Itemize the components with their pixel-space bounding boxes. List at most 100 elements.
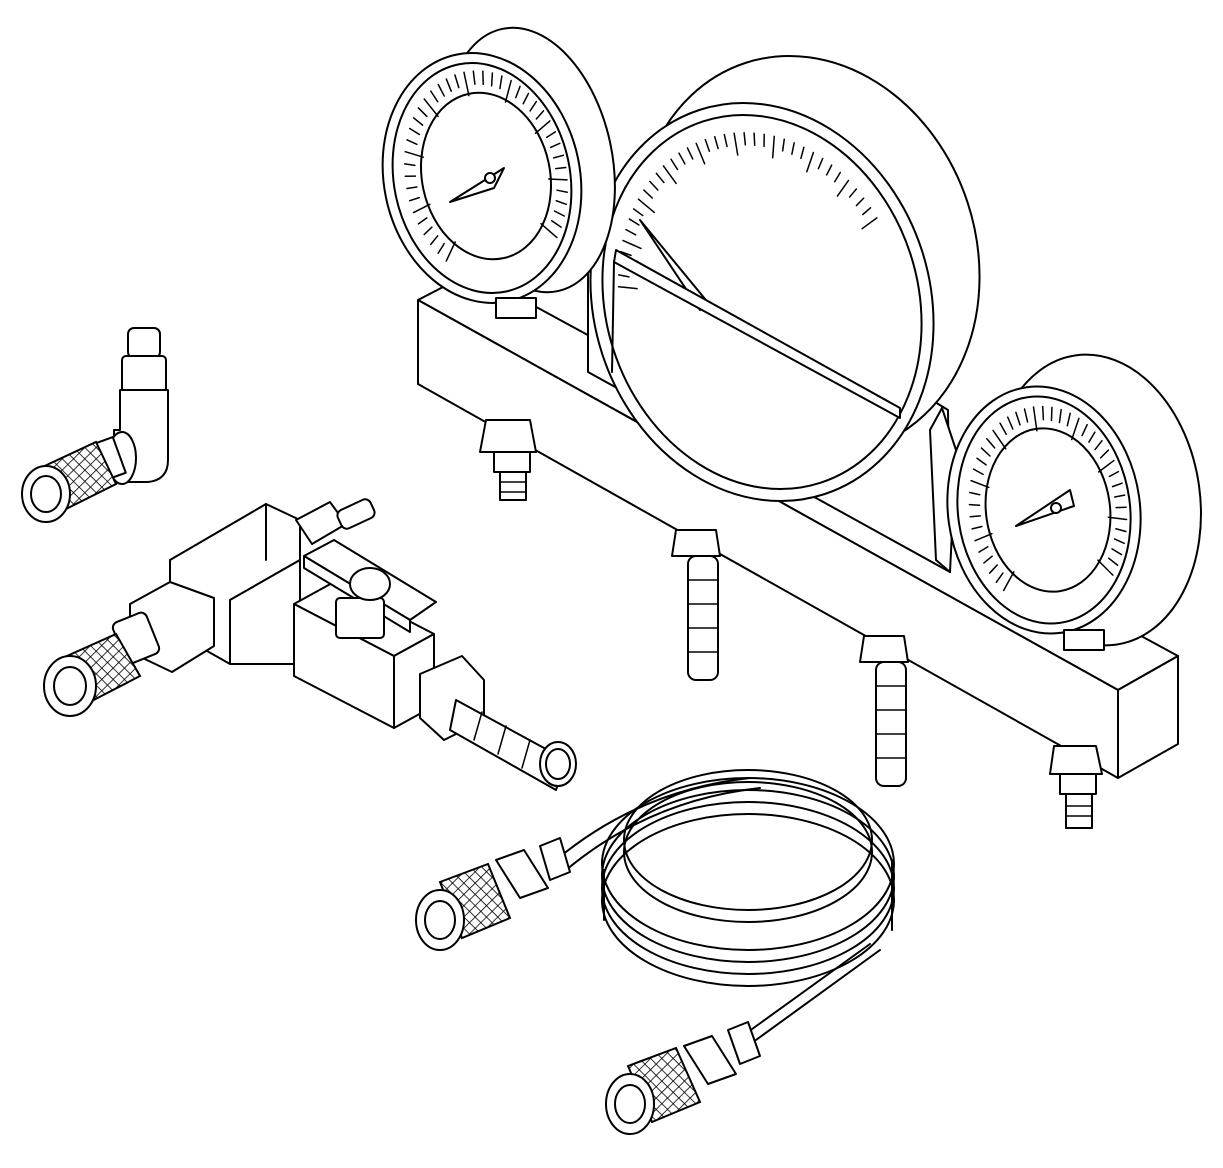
dial-tick [723, 133, 728, 148]
dial-tick [534, 120, 551, 135]
dial-tick [986, 437, 996, 449]
dial-tick [695, 142, 706, 165]
dial-tick [1115, 527, 1127, 533]
dial-tick [686, 147, 694, 160]
dial-tick [417, 217, 428, 225]
dial-tick [472, 70, 476, 85]
hose-coupler-lower [605, 1021, 761, 1135]
tee-quick-coupler [43, 632, 142, 717]
dial-tick [412, 117, 424, 126]
dial-tick [743, 132, 747, 146]
dial-tick [620, 251, 632, 257]
dial-tick [412, 203, 431, 214]
dial-tick [848, 188, 858, 198]
dial-tick [1071, 417, 1080, 441]
dial-tick [969, 515, 981, 518]
dial-tick [968, 491, 981, 496]
dial-tick [1006, 416, 1014, 430]
dial-tick [1050, 406, 1053, 422]
dial-tick [1066, 412, 1071, 427]
dial-tick [1032, 406, 1038, 432]
dial-tick [1097, 559, 1114, 576]
dial-tick [968, 503, 981, 507]
dial-tick [504, 79, 512, 103]
dial-tick [791, 142, 795, 156]
dial-tick [861, 217, 878, 230]
manifold-port-left [479, 419, 537, 501]
dial-tick [535, 110, 545, 120]
dial-tick [406, 139, 418, 146]
dial-tick [423, 98, 439, 118]
dial-tick [404, 150, 425, 158]
dial-tick [970, 479, 990, 489]
dial-tick [625, 228, 637, 236]
dial-tick [733, 132, 739, 156]
dial-tick [549, 142, 561, 149]
dial-tick [817, 157, 824, 170]
left-pressure-gauge [381, 26, 616, 319]
dial-tick [1107, 516, 1128, 521]
dial-tick [522, 92, 530, 105]
dial-tick [1114, 494, 1126, 498]
right-pressure-gauge [946, 353, 1202, 651]
dial-tick [713, 135, 719, 150]
dial-tick [545, 131, 557, 139]
dial-tick [617, 274, 630, 278]
dial-tick [1023, 408, 1029, 423]
dial-tick [550, 219, 562, 228]
dial-tick [1111, 548, 1123, 556]
dial-tick [753, 132, 756, 146]
dial-tick [1108, 470, 1120, 478]
dial-tick [978, 545, 989, 553]
dial-tick [637, 198, 656, 214]
dial-tick [408, 196, 421, 202]
dial-tick [862, 207, 872, 216]
dial-tick [553, 210, 565, 217]
dial-tick [1015, 411, 1021, 426]
hose-coupler-upper [415, 837, 571, 951]
dial-tick [628, 218, 640, 226]
dial-tick [649, 180, 659, 191]
dial-tick [972, 468, 984, 476]
tee-valve-adapter [43, 498, 577, 791]
dial-tick [1002, 571, 1015, 592]
dial-tick [548, 178, 568, 181]
dial-tick [1113, 538, 1125, 545]
hose-barb-right [859, 635, 909, 787]
dial-tick [430, 235, 439, 246]
right-dial-ticks [968, 405, 1128, 592]
dial-tick [974, 532, 993, 542]
dial-tick [670, 158, 679, 171]
dial-tick [555, 200, 568, 206]
dial-tick [490, 72, 494, 87]
dial-tick [1099, 449, 1110, 459]
dial-tick [437, 83, 445, 97]
dial-tick [406, 186, 418, 190]
dial-tick [988, 564, 998, 574]
dial-tick [855, 197, 865, 207]
left-dial-ticks [403, 70, 568, 262]
dial-tick [771, 135, 776, 159]
dial-tick [1058, 408, 1062, 424]
dial-tick [529, 100, 538, 112]
dial-tick [655, 172, 665, 184]
dial-tick [430, 90, 439, 103]
dial-tick [454, 74, 460, 89]
manifold-port-right [1049, 745, 1103, 829]
dial-tick [515, 85, 521, 99]
dial-tick [1041, 405, 1045, 421]
dial-tick [417, 107, 428, 118]
dial-tick [408, 127, 421, 136]
dial-tick [1081, 423, 1088, 437]
dial-tick [622, 239, 642, 250]
elbow-adapter [21, 327, 169, 523]
dial-tick [423, 226, 433, 236]
dial-tick [1107, 557, 1119, 566]
dial-tick [836, 179, 850, 197]
dial-tick [617, 285, 638, 290]
dial-tick [540, 222, 558, 239]
dial-tick [806, 151, 815, 173]
dial-tick [555, 166, 567, 170]
